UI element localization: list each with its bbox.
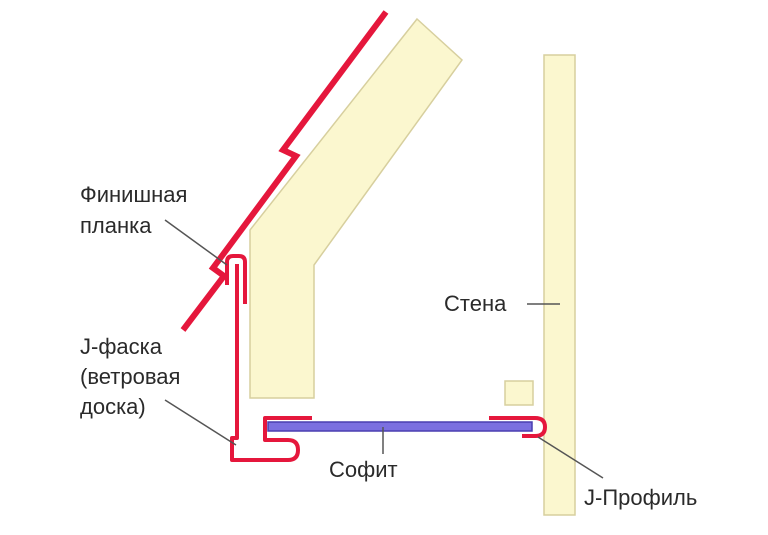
label-j-chamfer-line3: доска) [80,394,146,419]
leader-j-profile [537,436,604,479]
label-soffit: Софит [329,457,398,482]
label-wall: Стена [444,291,507,316]
wall-board [543,54,576,516]
roof-covering [180,10,389,332]
label-j-profile: J-Профиль [584,485,697,510]
label-j-chamfer-line1: J-фаска [80,334,163,359]
j-profile [489,416,547,438]
support-block [504,380,534,406]
label-j-chamfer-line2: (ветровая [80,364,180,389]
label-finish-strip-line1: Финишная [80,182,187,207]
finish-strip [225,254,247,304]
j-chamfer [230,264,312,462]
leader-j-chamfer [164,399,237,446]
leader-finish-strip [164,219,228,266]
rafter-board [249,17,463,399]
label-finish-strip-line2: планка [80,213,152,238]
soffit-panel [267,421,533,432]
